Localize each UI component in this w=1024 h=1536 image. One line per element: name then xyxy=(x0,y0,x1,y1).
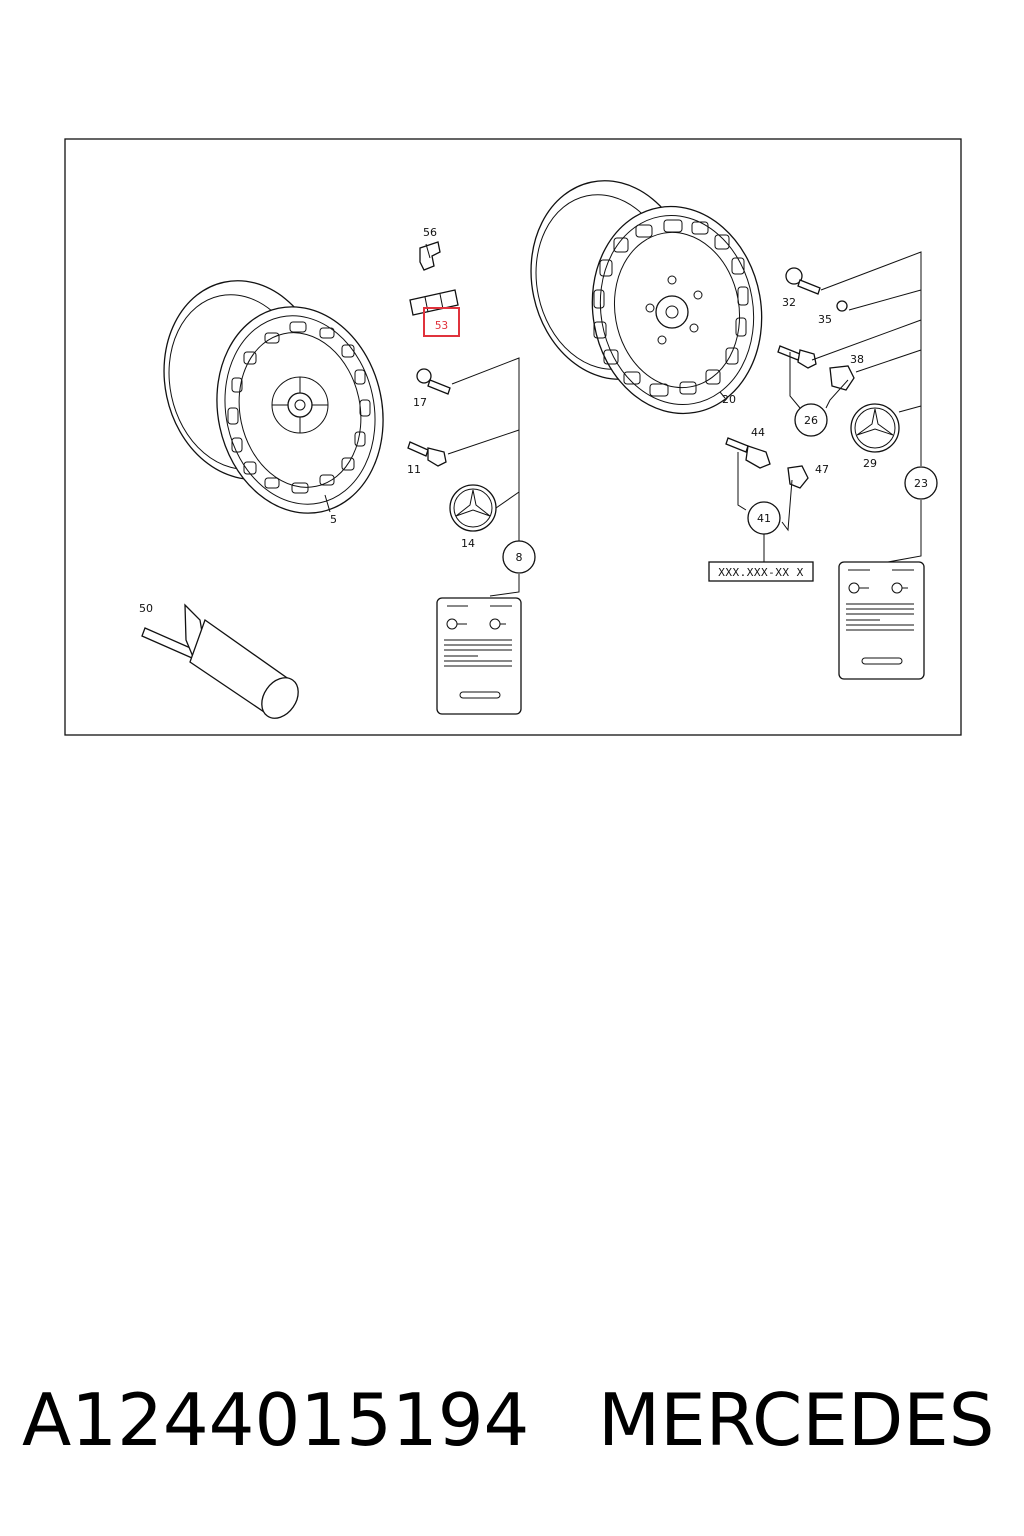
parts-diagram: 5 8 11 14 17 20 23 26 29 32 35 38 41 44 … xyxy=(64,138,962,736)
callout-label-35: 35 xyxy=(818,313,832,326)
placeholder-code-text: XXX.XXX-XX X xyxy=(718,566,803,579)
part-35-nut xyxy=(836,300,848,312)
callout-label-26: 26 xyxy=(804,414,818,427)
callout-label-20: 20 xyxy=(722,393,736,406)
brand-text: MERCEDES xyxy=(598,1378,995,1462)
callout-label-41: 41 xyxy=(757,512,771,525)
callout-circle-26 xyxy=(794,403,828,437)
callout-circle-8 xyxy=(502,540,536,574)
callout-label-53: 53 xyxy=(435,319,448,332)
part-11-bolt xyxy=(407,441,447,467)
placeholder-code-box xyxy=(708,561,814,582)
callout-circle-41 xyxy=(747,501,781,535)
caption-bar: A1244015194 MERCEDES xyxy=(0,1372,1024,1472)
callout-label-5: 5 xyxy=(330,513,337,526)
part-47-nut xyxy=(787,465,809,489)
part-44-bolt xyxy=(725,437,771,469)
part-14-star-cap xyxy=(449,484,497,532)
part-26-bolt xyxy=(777,345,817,369)
instruction-card-8 xyxy=(436,597,522,715)
callout-circle-23 xyxy=(904,466,938,500)
callout-label-50: 50 xyxy=(139,602,153,615)
part-50-tool xyxy=(141,603,299,719)
wheel-5-drawing xyxy=(163,280,384,514)
diagram-frame xyxy=(64,138,962,736)
part-17-valve xyxy=(416,368,451,395)
callout-label-8: 8 xyxy=(516,551,523,564)
callout-label-14: 14 xyxy=(461,537,475,550)
callout-label-23: 23 xyxy=(914,477,928,490)
part-56-clip xyxy=(419,241,441,271)
callout-label-29: 29 xyxy=(863,457,877,470)
callout-label-38: 38 xyxy=(850,353,864,366)
callout-label-47: 47 xyxy=(815,463,829,476)
part-number-text: A1244015194 xyxy=(22,1378,530,1462)
callout-label-17: 17 xyxy=(413,396,427,409)
wheel-20-drawing xyxy=(530,180,763,415)
part-38-cap xyxy=(829,365,855,391)
highlight-box-53 xyxy=(423,307,460,337)
part-53-weight xyxy=(409,289,459,316)
part-32-valve xyxy=(785,267,821,295)
callout-label-44: 44 xyxy=(751,426,765,439)
instruction-card-23 xyxy=(838,561,925,680)
callout-label-11: 11 xyxy=(407,463,421,476)
callout-label-32: 32 xyxy=(782,296,796,309)
callout-label-56: 56 xyxy=(423,226,437,239)
leader-lines xyxy=(447,251,922,597)
part-29-star-cap xyxy=(850,403,900,453)
